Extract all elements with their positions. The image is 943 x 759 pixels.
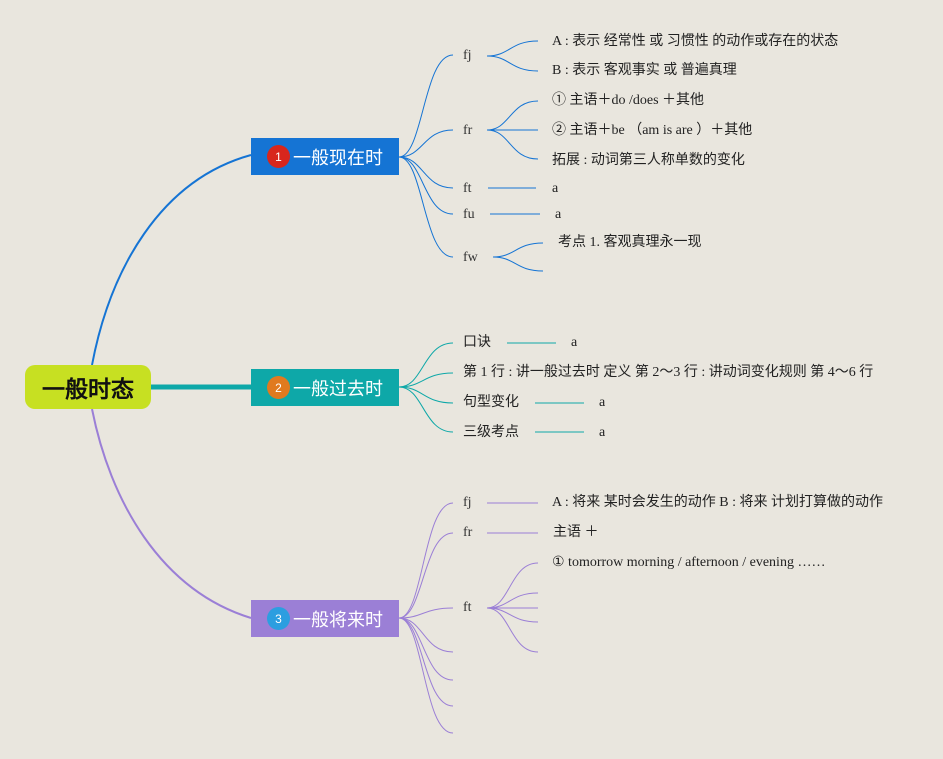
subtopic[interactable]: 第 1 行 : 讲一般过去时 定义 第 2～3 行 : 讲动词变化规则 第 4～… bbox=[463, 365, 874, 380]
leaf-topic[interactable]: 考点 1. 客观真理永一现 bbox=[558, 235, 702, 250]
subtopic[interactable]: fj bbox=[463, 48, 472, 63]
branch-past-simple[interactable]: 2 一般过去时 bbox=[251, 369, 399, 406]
subtopic[interactable]: fr bbox=[463, 123, 473, 138]
branch-connector bbox=[398, 156, 454, 189]
leaf-topic[interactable]: ① tomorrow morning / afternoon / evening… bbox=[552, 555, 826, 570]
subtopic[interactable]: ft bbox=[463, 181, 472, 196]
leaf-topic[interactable]: a bbox=[599, 395, 606, 410]
subtopic[interactable]: ft bbox=[463, 600, 472, 615]
subtopic[interactable]: fu bbox=[463, 207, 475, 222]
leaf-topic[interactable]: a bbox=[555, 207, 562, 222]
subtopic[interactable]: 句型变化 bbox=[463, 395, 519, 410]
leaf-connector bbox=[486, 55, 539, 72]
branch-connector bbox=[398, 156, 454, 215]
leaf-topic[interactable]: 拓展 : 动词第三人称单数的变化 bbox=[552, 153, 745, 168]
branch-label: 一般将来时 bbox=[293, 609, 383, 630]
branch-number-badge: 2 bbox=[267, 376, 290, 399]
branch-present-simple[interactable]: 1 一般现在时 bbox=[251, 138, 399, 175]
branch-connector bbox=[398, 372, 454, 388]
subtopic[interactable]: fj bbox=[463, 495, 472, 510]
branch-connector bbox=[398, 54, 454, 158]
leaf-topic[interactable]: ① 主语＋do /does ＋其他 bbox=[552, 93, 705, 108]
leaf-connector bbox=[486, 562, 539, 609]
branch-label: 一般现在时 bbox=[293, 147, 383, 168]
branch-connector bbox=[398, 129, 454, 158]
subtopic[interactable]: 口诀 bbox=[463, 335, 491, 350]
leaf-topic[interactable]: ② 主语＋be （am is are ）＋其他 bbox=[552, 123, 753, 138]
branch-connector bbox=[398, 386, 454, 404]
branch-future-simple[interactable]: 3 一般将来时 bbox=[251, 600, 399, 637]
trunk-connector bbox=[91, 408, 252, 619]
branch-connector bbox=[398, 532, 454, 619]
branch-number-badge: 1 bbox=[267, 145, 290, 168]
subtopic[interactable]: fw bbox=[463, 250, 478, 265]
branch-connector bbox=[398, 617, 454, 734]
branch-number-badge: 3 bbox=[267, 607, 290, 630]
branch-connector bbox=[398, 156, 454, 258]
leaf-connector bbox=[486, 100, 539, 131]
leaf-connector bbox=[492, 242, 544, 258]
leaf-topic[interactable]: a bbox=[552, 181, 559, 196]
leaf-topic[interactable]: B : 表示 客观事实 或 普遍真理 bbox=[552, 63, 737, 78]
branch-connector bbox=[398, 617, 454, 653]
central-topic-label: 一般时态 bbox=[42, 376, 134, 402]
leaf-connector bbox=[492, 256, 544, 272]
leaf-connector bbox=[486, 129, 539, 160]
branch-connector bbox=[398, 386, 454, 433]
leaf-topic[interactable]: A : 将来 某时会发生的动作 B : 将来 计划打算做的动作 bbox=[552, 495, 883, 510]
branch-connector bbox=[398, 617, 454, 707]
leaf-topic[interactable]: a bbox=[599, 425, 606, 440]
leaf-connector bbox=[486, 40, 539, 57]
central-topic[interactable]: 一般时态 bbox=[25, 365, 151, 409]
leaf-topic[interactable]: A : 表示 经常性 或 习惯性 的动作或存在的状态 bbox=[552, 34, 839, 49]
branch-label: 一般过去时 bbox=[293, 378, 383, 399]
branch-connector bbox=[398, 607, 454, 619]
leaf-topic[interactable]: 主语 ＋ bbox=[553, 525, 599, 540]
branch-connector bbox=[398, 617, 454, 681]
branch-connector bbox=[398, 502, 454, 619]
leaf-connector bbox=[486, 607, 539, 623]
leaf-connector bbox=[486, 607, 539, 653]
branch-connector bbox=[398, 342, 454, 388]
trunk-connector bbox=[91, 154, 252, 366]
subtopic[interactable]: 三级考点 bbox=[463, 425, 519, 440]
subtopic[interactable]: fr bbox=[463, 525, 473, 540]
leaf-topic[interactable]: a bbox=[571, 335, 578, 350]
